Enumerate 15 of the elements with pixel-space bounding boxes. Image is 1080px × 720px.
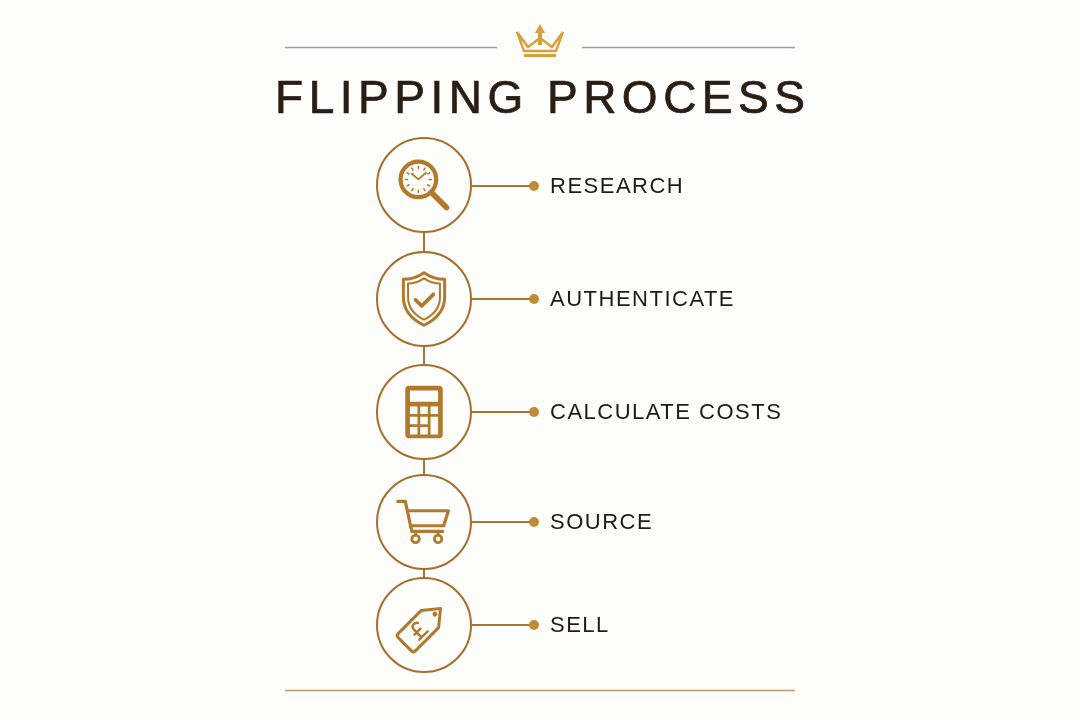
step-label: SOURCE bbox=[550, 509, 654, 535]
leader-line bbox=[471, 294, 539, 304]
connector-line bbox=[423, 346, 425, 365]
leader-line bbox=[471, 517, 539, 527]
connector-line bbox=[423, 232, 425, 252]
connector-line bbox=[423, 459, 425, 475]
leader-line bbox=[471, 620, 539, 630]
leader-line bbox=[471, 181, 539, 191]
step-label: RESEARCH bbox=[550, 173, 685, 199]
connector-line bbox=[423, 569, 425, 578]
step-label: SELL bbox=[550, 612, 610, 638]
step-label: AUTHENTICATE bbox=[550, 286, 736, 312]
title: FLIPPING PROCESS bbox=[274, 74, 811, 120]
step-label: CALCULATE COSTS bbox=[550, 399, 783, 425]
leader-line bbox=[471, 407, 539, 417]
